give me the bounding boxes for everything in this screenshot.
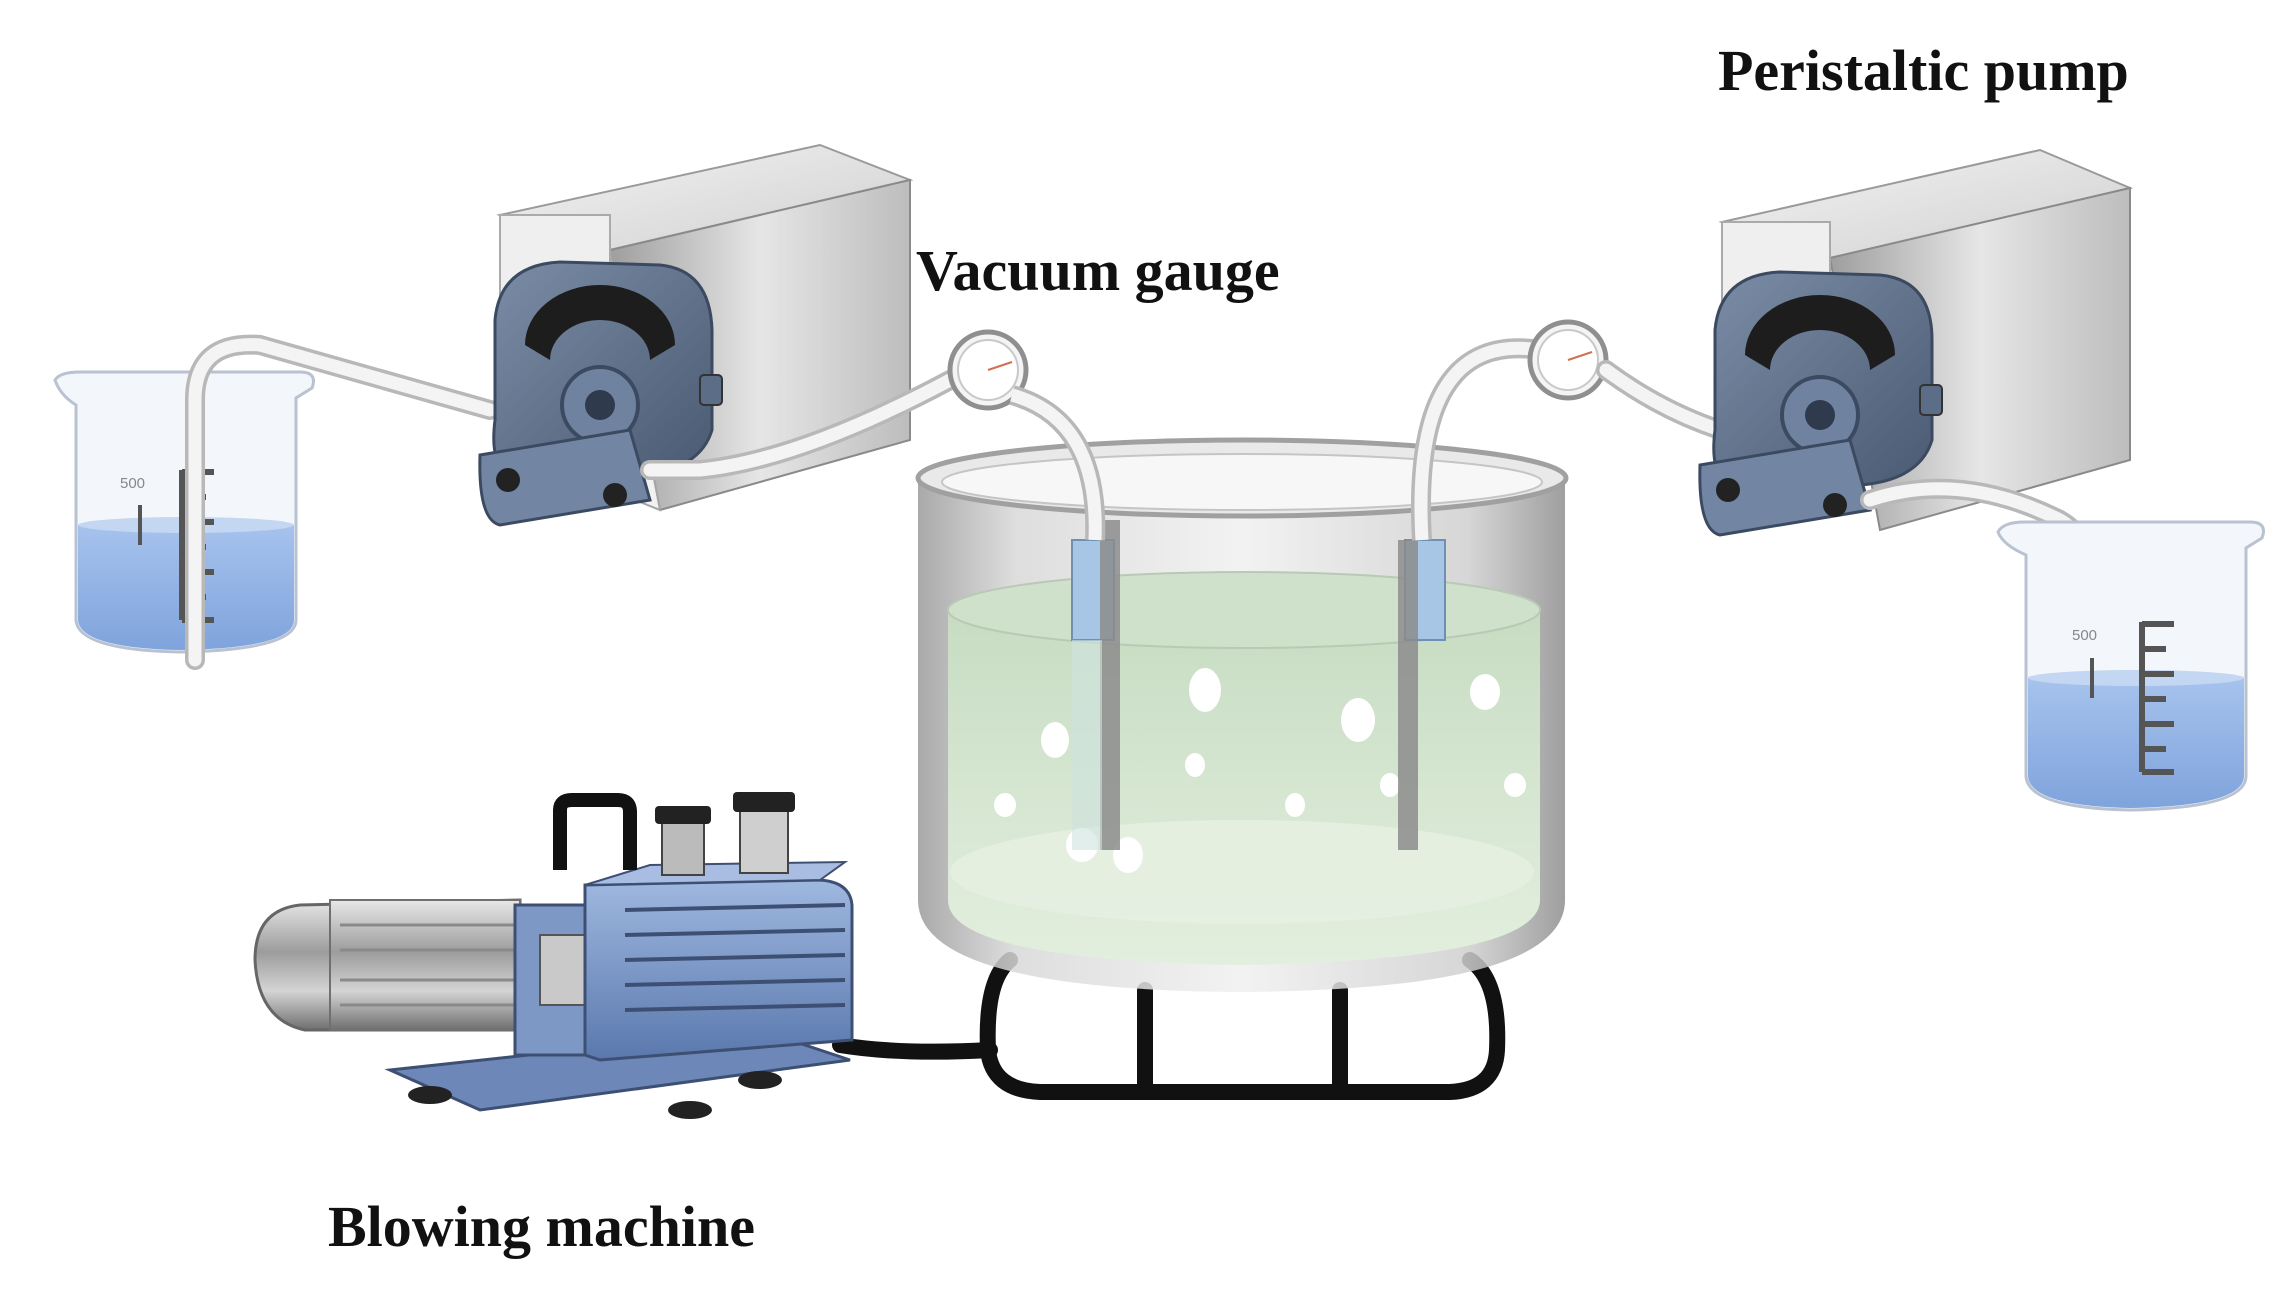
vacuum-gauge-label: Vacuum gauge	[916, 238, 1280, 303]
gas-bubbles	[994, 668, 1526, 873]
right-beaker-mark: 500	[2072, 627, 2097, 644]
right-beaker: 500	[1996, 520, 2265, 812]
left-beaker: 500	[53, 370, 315, 654]
peristaltic-pump-label: Peristaltic pump	[1718, 38, 2129, 103]
reactor-stand	[979, 952, 1506, 1100]
right-vacuum-gauge	[1527, 319, 1609, 401]
left-vacuum-gauge	[947, 329, 1029, 411]
right-electrode	[1398, 539, 1446, 850]
left-peristaltic-pump	[478, 143, 914, 527]
right-beaker-scale	[2090, 621, 2174, 775]
blowing-machine-label: Blowing machine	[328, 1194, 755, 1259]
right-peristaltic-pump	[1698, 148, 2134, 537]
left-electrode	[1071, 520, 1120, 850]
reactor-vessel	[915, 338, 1569, 1100]
left-beaker-mark: 500	[120, 475, 145, 492]
blowing-machine	[253, 792, 998, 1119]
